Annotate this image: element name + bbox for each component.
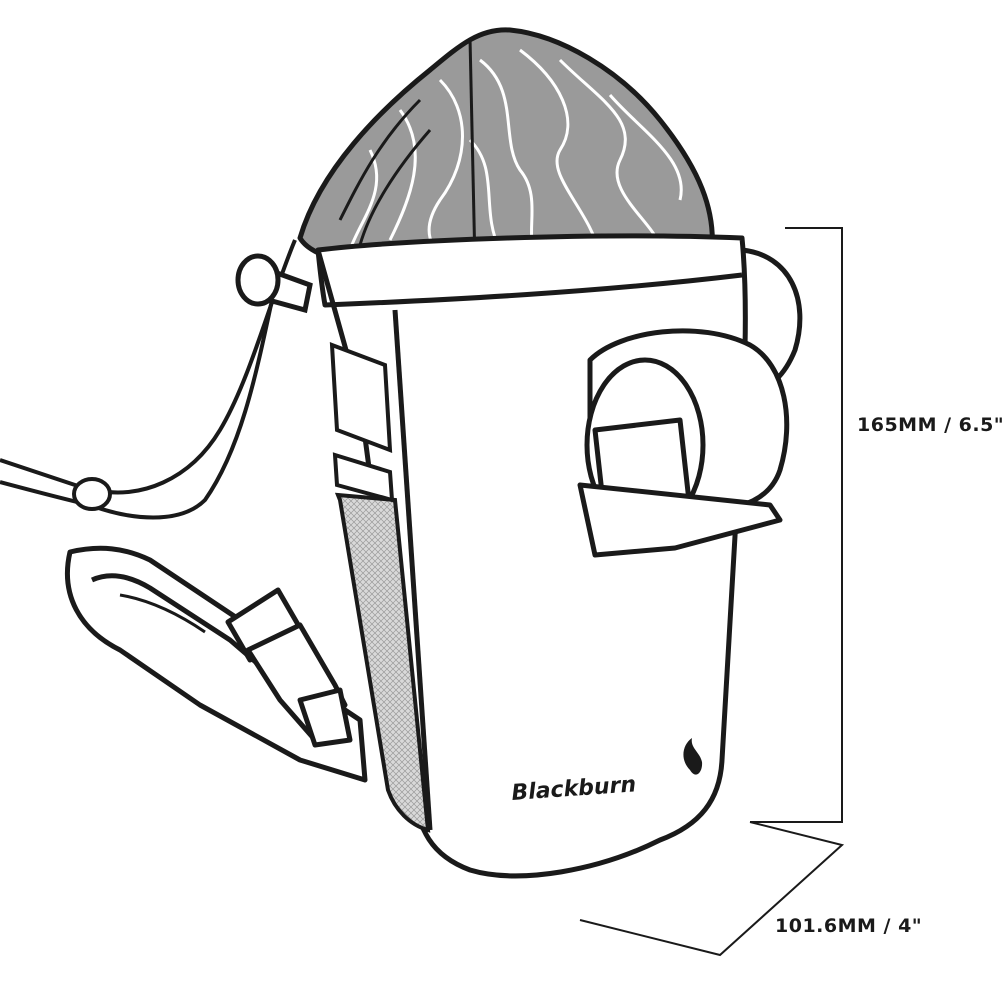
mesh-pocket [334, 492, 431, 833]
width-dimension-line [579, 821, 845, 957]
height-dimension-label: 165MM / 6.5" [857, 414, 1004, 436]
cord-lock [235, 253, 313, 314]
buckle [225, 587, 353, 748]
mount-strap [577, 328, 790, 558]
flame-icon [683, 738, 703, 775]
height-dimension-line [750, 227, 843, 823]
bag-illustration: Blackburn [0, 27, 845, 957]
width-dimension-label: 101.6MM / 4" [775, 915, 923, 937]
product-diagram: Blackburn 165MM / 6.5" 101.6MM / 4" [0, 27, 1004, 957]
strap [64, 545, 368, 783]
drawcord [0, 239, 297, 520]
dimension-lines [579, 227, 845, 957]
side-loops [329, 342, 395, 503]
